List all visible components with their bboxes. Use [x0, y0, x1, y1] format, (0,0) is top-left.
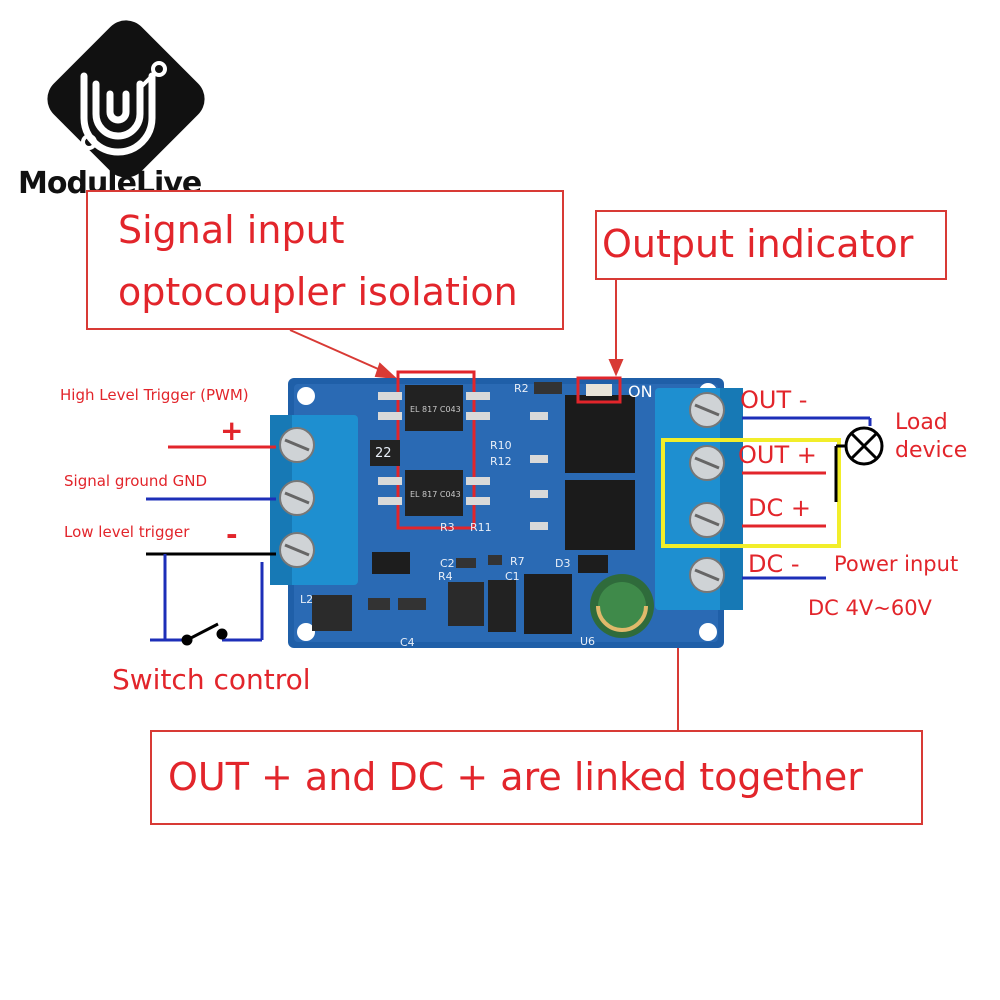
silk-r3: R3 — [440, 521, 455, 534]
silk-c2: C2 — [440, 557, 455, 570]
signal-ground-label: Signal ground GND — [64, 472, 208, 490]
out-plus-label: OUT + — [738, 441, 817, 469]
silk-r11: R11 — [470, 521, 492, 534]
plus-label: + — [220, 414, 244, 447]
left-wiring — [146, 445, 276, 556]
load-device-label-line2: device — [895, 438, 968, 463]
silk-r2: R2 — [514, 382, 529, 395]
minus-label: - — [226, 518, 238, 551]
switch-control-label: Switch control — [112, 663, 311, 696]
opto2-marking: EL 817 C043 — [410, 490, 461, 499]
linked-terminals-highlight — [661, 438, 841, 548]
output-indicator-callout-text: Output indicator — [602, 222, 914, 266]
silk-r12: R12 — [490, 455, 512, 468]
silk-r4: R4 — [438, 570, 453, 583]
load-device-label-line1: Load — [895, 410, 948, 435]
power-input-label: Power input — [834, 552, 959, 576]
linked-callout — [150, 730, 923, 825]
signal-input-callout-line1: Signal input — [118, 208, 345, 252]
silk-l2: L2 — [300, 593, 313, 606]
silk-on: ON — [628, 382, 653, 401]
silk-c4: C4 — [400, 636, 415, 649]
silk-resistor-22: 22 — [375, 446, 392, 461]
dc-range-label: DC 4V~60V — [808, 596, 932, 620]
output-indicator-callout — [595, 210, 947, 280]
silk-d3: D3 — [555, 557, 570, 570]
dc-plus-label: DC + — [748, 494, 811, 522]
switch-circuit — [150, 554, 264, 642]
signal-input-callout-line2: optocoupler isolation — [118, 270, 518, 314]
logo-mark-icon — [47, 20, 205, 178]
low-level-trigger-label: Low level trigger — [64, 523, 190, 541]
dc-minus-label: DC - — [748, 550, 800, 578]
switch-icon — [181, 622, 228, 646]
silk-r10: R10 — [490, 439, 512, 452]
high-level-trigger-label: High Level Trigger (PWM) — [60, 386, 249, 404]
silk-u6: U6 — [580, 635, 595, 648]
lamp-icon — [844, 426, 884, 466]
signal-input-callout — [86, 190, 564, 330]
out-minus-label: OUT - — [740, 386, 808, 414]
silk-c1: C1 — [505, 570, 520, 583]
opto1-marking: EL 817 C043 — [410, 405, 461, 414]
output-led — [576, 376, 622, 404]
silk-r7: R7 — [510, 555, 525, 568]
right-wiring — [742, 416, 872, 580]
linked-callout-text: OUT + and DC + are linked together — [168, 755, 863, 799]
